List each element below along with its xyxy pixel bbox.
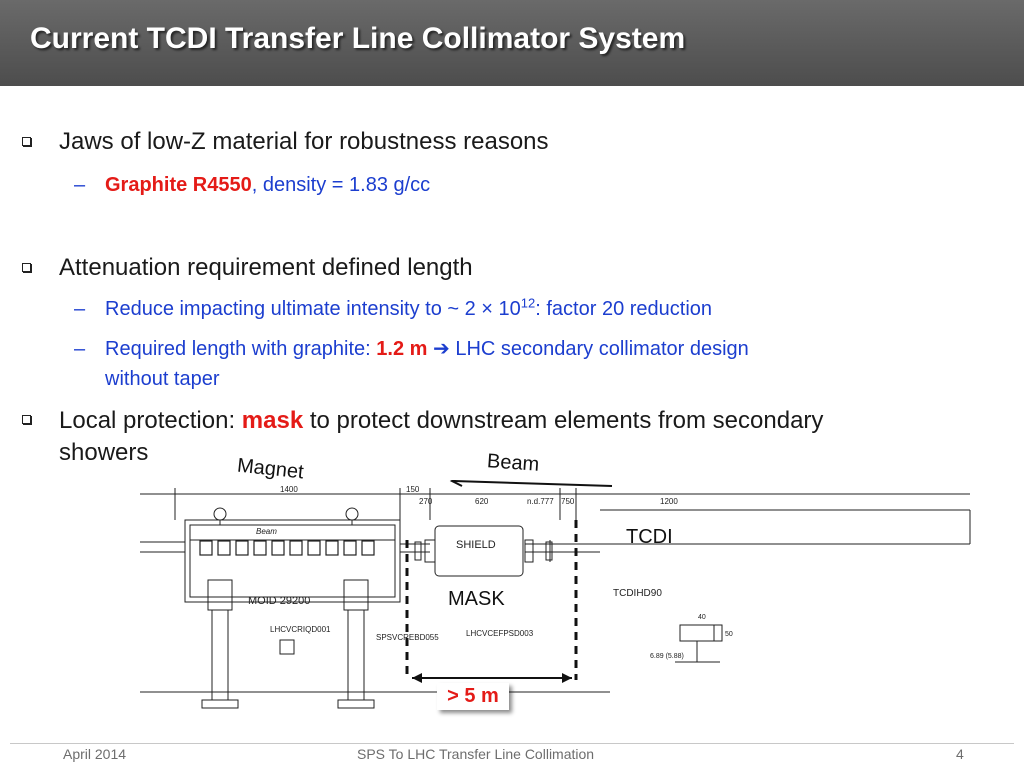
bullet-jaws-text: Jaws of low-Z material for robustness re… xyxy=(59,128,549,155)
footer-divider xyxy=(10,743,1014,744)
lhcvcefpsd003-text: LHCVCEFPSD003 xyxy=(466,629,534,638)
bullet-attenuation-text: Attenuation requirement defined length xyxy=(59,254,473,281)
slide-title: Current TCDI Transfer Line Collimator Sy… xyxy=(30,22,686,55)
title-bar: Current TCDI Transfer Line Collimator Sy… xyxy=(0,0,1024,86)
arrow-right-icon: ➔ xyxy=(433,338,450,360)
dim-1200-text: 1200 xyxy=(660,497,678,506)
beam-small-text: Beam xyxy=(256,527,277,536)
lhcvcriqd001-text: LHCVCRIQD001 xyxy=(270,625,331,634)
footer-center: SPS To LHC Transfer Line Collimation xyxy=(357,746,595,762)
dash-icon: – xyxy=(74,338,86,360)
mask-highlight: mask xyxy=(241,407,304,434)
bullet-showers: showers xyxy=(59,439,149,466)
dash-icon: – xyxy=(74,298,86,320)
dim-270-text: 270 xyxy=(419,497,433,506)
sub-without-taper: without taper xyxy=(105,368,220,390)
dim-150-text: 150 xyxy=(406,485,420,494)
moid-text: MOID 29200 xyxy=(248,595,310,607)
required-length-text-b: LHC secondary collimator design xyxy=(449,338,749,360)
sub-required-length: – Required length with graphite: 1.2 m ➔… xyxy=(74,334,749,364)
dim-1400-text: 1400 xyxy=(280,485,298,494)
tcdihd90-text: TCDIHD90 xyxy=(613,588,662,599)
dim-620-text: 620 xyxy=(475,497,489,506)
intensity-text-b: : factor 20 reduction xyxy=(535,298,713,320)
shield-text: SHIELD xyxy=(456,539,496,551)
intensity-exponent: 12 xyxy=(520,295,536,311)
graphite-highlight: Graphite R4550 xyxy=(105,174,252,196)
dim-777-text: n.d.777 xyxy=(527,497,554,506)
dim-750-text: 750 xyxy=(561,497,575,506)
required-length-value: 1.2 m xyxy=(376,338,428,360)
beam-label: Beam xyxy=(486,450,540,476)
graphite-density: , density = 1.83 g/cc xyxy=(251,174,431,196)
bullet-local-protection: Local protection: mask to protect downst… xyxy=(22,406,824,436)
dash-icon: – xyxy=(74,174,86,196)
local-protection-text-a: Local protection: xyxy=(59,407,242,434)
mask-label: MASK xyxy=(446,588,507,611)
sub-intensity: – Reduce impacting ultimate intensity to… xyxy=(74,294,713,324)
bullet-square-icon xyxy=(22,415,31,424)
dim-40-text: 40 xyxy=(698,614,706,621)
beamline-technical-drawing: 1400 150 270 620 n.d.777 750 1200 Beam S… xyxy=(140,480,971,709)
spsvcrebd055-text: SPSVCREBD055 xyxy=(376,633,439,642)
dim-689-text: 6.89 (5.88) xyxy=(650,653,684,660)
required-length-text-a: Required length with graphite: xyxy=(105,338,377,360)
bullet-square-icon xyxy=(22,263,31,272)
distance-label: > 5 m xyxy=(437,683,509,710)
footer-date: April 2014 xyxy=(63,746,127,762)
local-protection-text-b: to protect downstream elements from seco… xyxy=(303,407,824,434)
dim-50-text: 50 xyxy=(725,631,733,638)
sub-graphite: – Graphite R4550, density = 1.83 g/cc xyxy=(74,170,431,200)
footer-page: 4 xyxy=(956,746,964,762)
tcdi-label: TCDI xyxy=(626,526,673,548)
bullet-jaws: Jaws of low-Z material for robustness re… xyxy=(22,128,549,156)
bullet-attenuation: Attenuation requirement defined length xyxy=(22,254,473,282)
bullet-square-icon xyxy=(22,137,31,146)
intensity-text-a: Reduce impacting ultimate intensity to ~… xyxy=(105,298,521,320)
